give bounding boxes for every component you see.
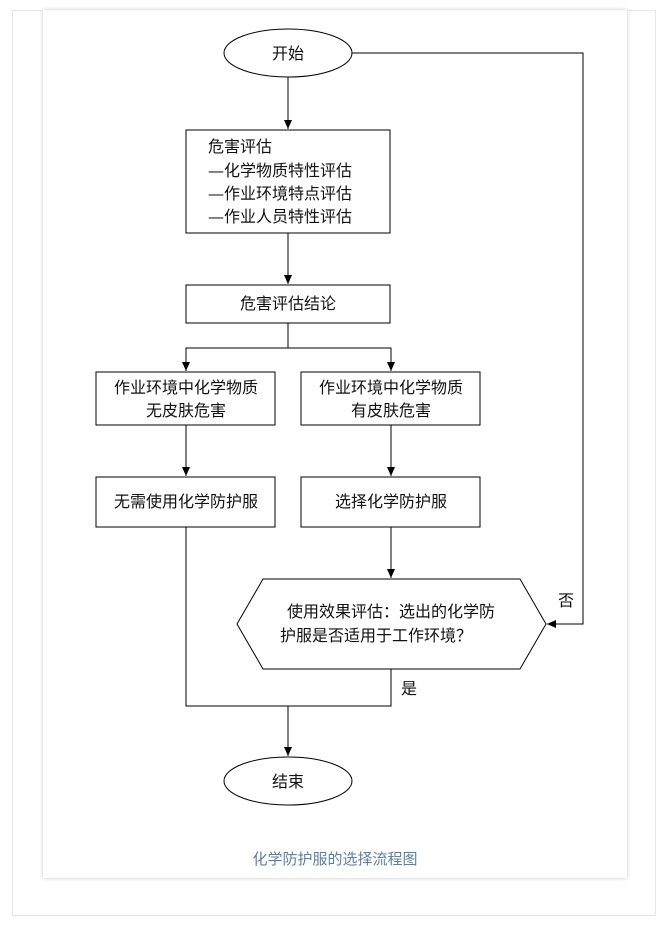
edge-label-yes: 是 — [401, 679, 417, 698]
node-end-label: 结束 — [272, 772, 304, 791]
edge-label-no: 否 — [558, 591, 574, 610]
node-hazard-assessment: 危害评估 —化学物质特性评估 —作业环境特点评估 —作业人员特性评估 — [185, 129, 391, 234]
node-no-hazard-line-1: 作业环境中化学物质 — [114, 378, 258, 397]
node-conclusion: 危害评估结论 — [185, 284, 391, 324]
figure-caption: 化学防护服的选择流程图 — [252, 850, 418, 868]
node-evaluation-line-1: 使用效果评估：选出的化学防 — [287, 602, 495, 621]
hazard-assessment-item-3: —作业人员特性评估 — [208, 207, 352, 226]
node-has-hazard-line-1: 作业环境中化学物质 — [319, 378, 463, 397]
node-choose-suit: 选择化学防护服 — [300, 476, 481, 528]
node-no-hazard-line-2: 无皮肤危害 — [146, 401, 226, 420]
edge-conclusion-to-no-hazard — [182, 323, 289, 371]
node-no-suit-label: 无需使用化学防护服 — [114, 492, 258, 511]
node-conclusion-label: 危害评估结论 — [240, 294, 336, 313]
node-start: 开始 — [223, 28, 353, 78]
hazard-assessment-item-2: —作业环境特点评估 — [208, 184, 352, 203]
node-end: 结束 — [223, 756, 353, 806]
node-no-suit: 无需使用化学防护服 — [95, 476, 276, 528]
node-has-hazard-line-2: 有皮肤危害 — [351, 401, 431, 420]
node-no-hazard: 作业环境中化学物质 无皮肤危害 — [95, 371, 276, 426]
node-choose-suit-label: 选择化学防护服 — [335, 492, 447, 511]
edge-conclusion-to-has-hazard — [288, 347, 395, 371]
node-evaluation-line-2: 护服是否适用于工作环境？ — [280, 626, 472, 645]
node-start-label: 开始 — [272, 44, 304, 63]
node-has-hazard: 作业环境中化学物质 有皮肤危害 — [300, 371, 481, 426]
node-evaluation: 使用效果评估：选出的化学防 护服是否适用于工作环境？ — [236, 578, 547, 670]
hazard-assessment-item-1: —化学物质特性评估 — [208, 161, 352, 180]
edge-no-loop — [352, 52, 584, 628]
hazard-assessment-title: 危害评估 — [208, 137, 272, 156]
